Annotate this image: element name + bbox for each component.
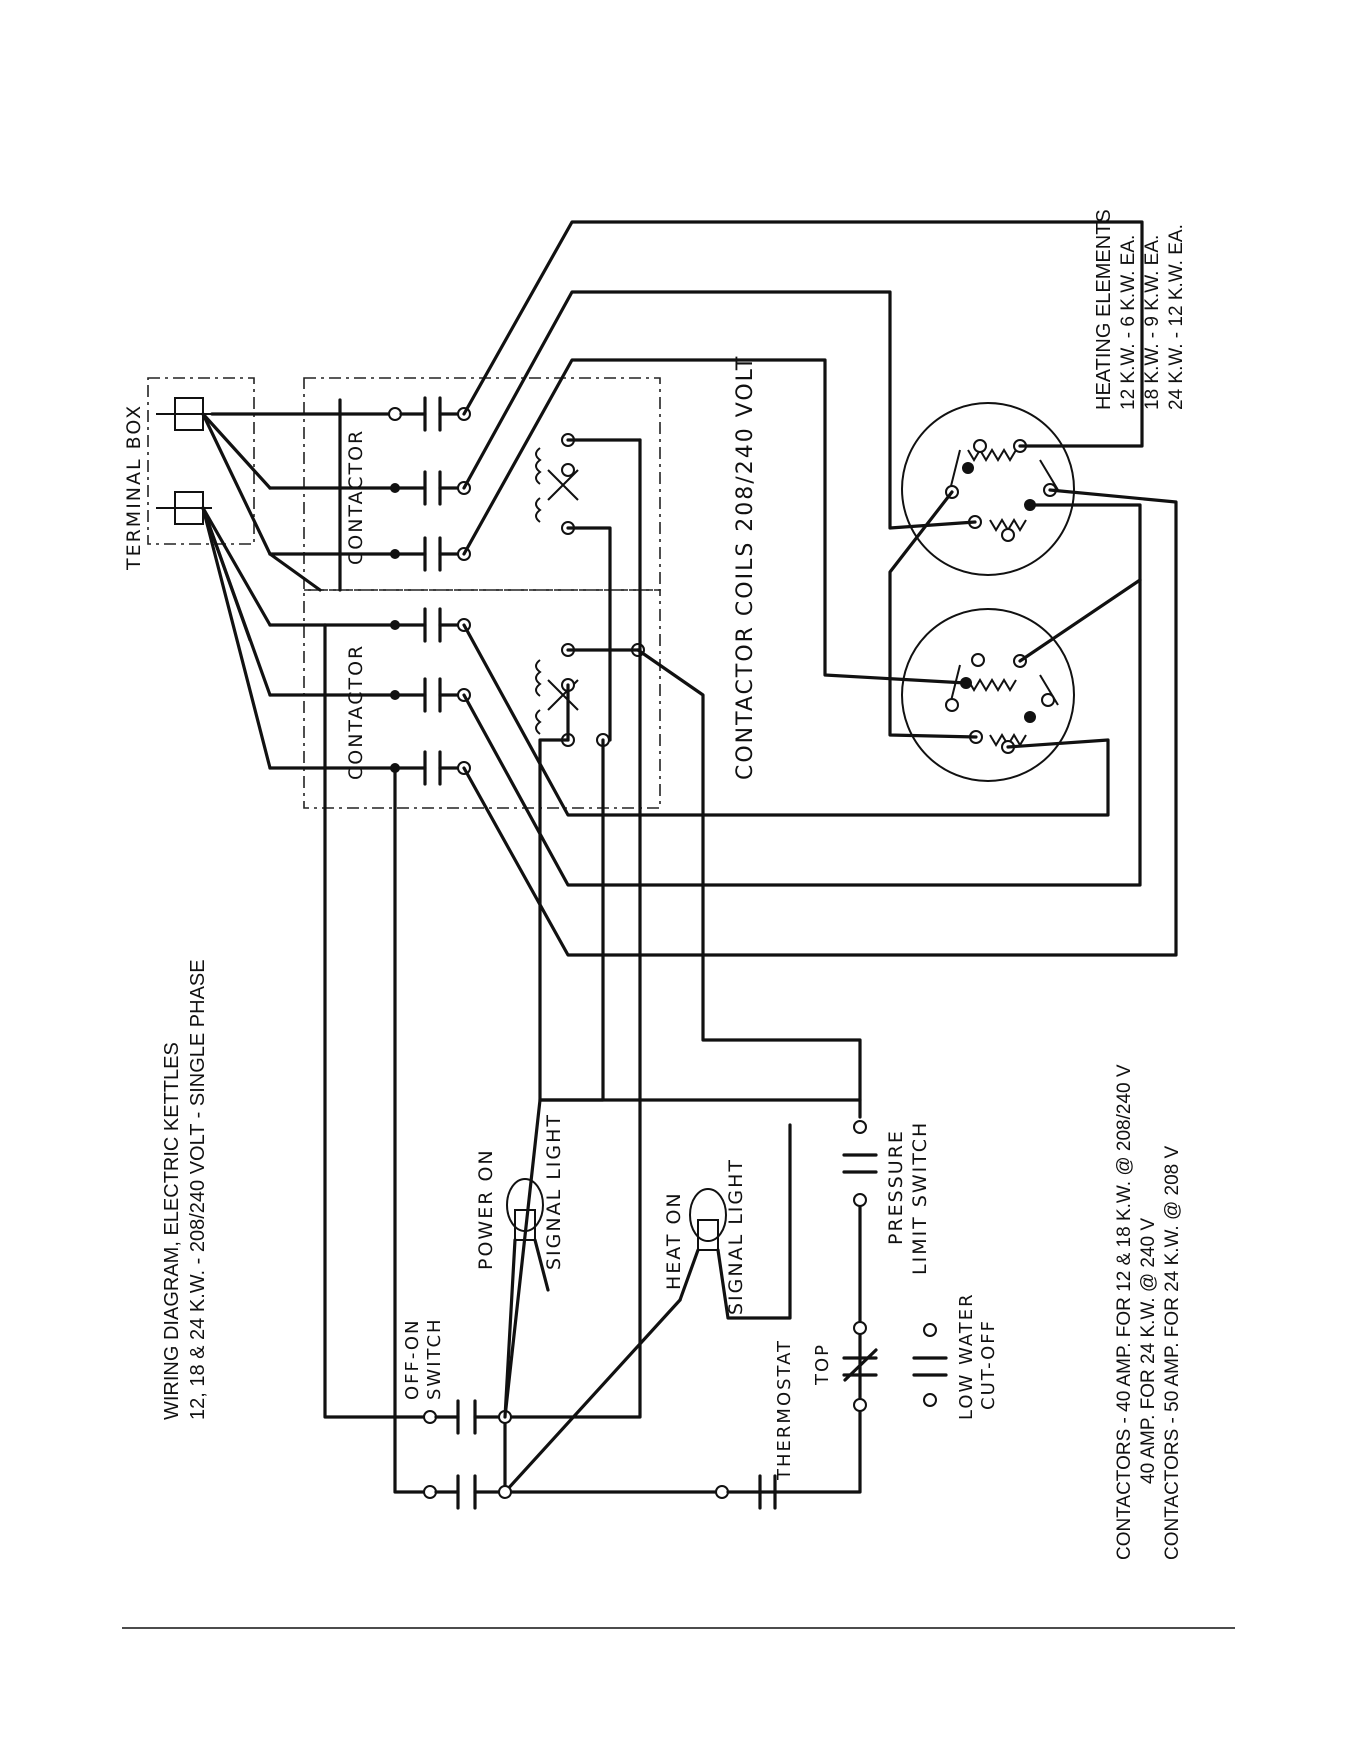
contactor-top-outline — [303, 377, 661, 591]
title-line-2: 12, 18 & 24 K.W. - 208/240 VOLT - SINGLE… — [187, 959, 209, 1420]
contactor-pole — [268, 750, 471, 786]
heat-on-signal-light — [678, 1123, 792, 1320]
contactor-bottom-outline — [303, 589, 661, 809]
contactor-top-label: CONTACTOR — [345, 429, 367, 565]
contactor-coil-top — [535, 433, 642, 535]
heating-elements-legend: HEATING ELEMENTS 12 K.W. - 6 K.W. EA. 18… — [1093, 209, 1187, 410]
top-label: TOP — [812, 1343, 833, 1386]
heating-elements-line: 24 K.W. - 12 K.W. EA. — [1166, 224, 1187, 410]
terminal-fanout-wires — [201, 412, 327, 770]
thermostat-label: THERMOSTAT — [774, 1339, 795, 1481]
low-water-label-1: LOW WATER — [956, 1292, 977, 1420]
heating-elements-line: 12 K.W. - 6 K.W. EA. — [1118, 235, 1139, 410]
contactor-pole — [323, 607, 471, 643]
contactor-note: 40 AMP. FOR 24 K.W. @ 240 V — [1138, 1218, 1159, 1484]
thermostat — [715, 1474, 777, 1510]
control-wires — [268, 398, 862, 1494]
heating-element-top — [901, 402, 1075, 576]
heat-on-label-1: HEAT ON — [663, 1191, 685, 1290]
terminal-box — [147, 377, 255, 545]
terminal-box-label: TERMINAL BOX — [123, 404, 145, 571]
low-water-label-2: CUT-OFF — [978, 1319, 999, 1410]
heating-element-bottom — [901, 608, 1075, 782]
pressure-limit-switch — [842, 1120, 878, 1207]
contactor-note: CONTACTORS - 40 AMP. FOR 12 & 18 K.W. @ … — [1114, 1064, 1135, 1560]
power-on-label-1: POWER ON — [475, 1148, 497, 1270]
diagram-title: WIRING DIAGRAM, ELECTRIC KETTLES 12, 18 … — [161, 959, 209, 1420]
heating-elements-heading: HEATING ELEMENTS — [1093, 209, 1115, 410]
power-on-label-2: SIGNAL LIGHT — [543, 1113, 565, 1270]
terminal-box-outline — [147, 377, 255, 545]
contactor-note: CONTACTORS - 50 AMP. FOR 24 K.W. @ 208 V — [1162, 1145, 1183, 1560]
title-line-1: WIRING DIAGRAM, ELECTRIC KETTLES — [161, 1042, 183, 1420]
off-on-switch-label-1: OFF-ON — [402, 1318, 423, 1400]
low-water-cutoff — [842, 1321, 948, 1412]
contactor-bottom-label: CONTACTOR — [345, 644, 367, 780]
element-feed-wires — [462, 220, 1178, 957]
heat-on-label-2: SIGNAL LIGHT — [725, 1158, 747, 1315]
contactor-pole — [268, 677, 471, 713]
pressure-label-1: PRESSURE — [885, 1129, 907, 1245]
off-on-switch — [423, 1399, 512, 1510]
contactor-pole — [268, 470, 471, 506]
power-on-signal-light — [503, 1178, 550, 1419]
contactor-notes: CONTACTORS - 40 AMP. FOR 12 & 18 K.W. @ … — [1114, 1064, 1183, 1560]
contactor-coil-bottom — [535, 643, 645, 747]
contactor-coils-label: CONTACTOR COILS 208/240 VOLT — [733, 355, 758, 780]
pressure-label-2: LIMIT SWITCH — [909, 1121, 931, 1275]
contactor-pole — [268, 536, 471, 572]
off-on-switch-label-2: SWITCH — [424, 1317, 445, 1400]
heating-elements-line: 18 K.W. - 9 K.W. EA. — [1142, 235, 1163, 410]
